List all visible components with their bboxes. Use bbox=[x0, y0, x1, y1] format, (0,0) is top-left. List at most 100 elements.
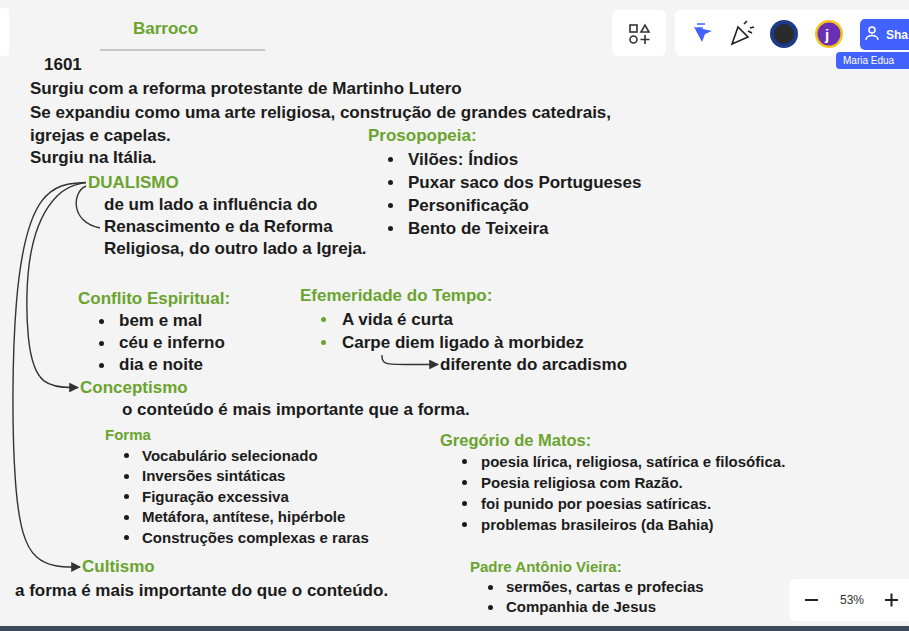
list-item: problemas brasileiros (da Bahia) bbox=[481, 516, 714, 533]
list-row: Vilões: Índios bbox=[368, 148, 678, 171]
list-item: bem e mal bbox=[119, 311, 202, 330]
list-row: dia e noite bbox=[78, 354, 278, 376]
share-label: Sha bbox=[886, 27, 908, 43]
list-row: Construções complexas e raras bbox=[105, 528, 405, 549]
heading: Prosopopeia: bbox=[368, 124, 678, 148]
bullet-dot bbox=[124, 535, 129, 540]
list-row: problemas brasileiros (da Bahia) bbox=[440, 514, 902, 535]
list-row: Figuração excessiva bbox=[105, 487, 405, 508]
list-item: Construções complexas e raras bbox=[142, 529, 369, 546]
avatar bbox=[774, 24, 794, 44]
list-item: céu e inferno bbox=[119, 333, 225, 352]
heading: Gregório de Matos: bbox=[440, 429, 902, 451]
list-row: céu e inferno bbox=[78, 332, 278, 354]
year-label: 1601 bbox=[44, 54, 82, 76]
list-row: Metáfora, antítese, hipérbole bbox=[105, 507, 405, 528]
list-item: Companhia de Jesus bbox=[506, 598, 656, 615]
list-row: Carpe diem ligado à morbidez bbox=[300, 331, 630, 354]
list-row: Inversões sintáticas bbox=[105, 466, 405, 487]
shapes-icon bbox=[641, 25, 649, 32]
note-text: Surgiu com a reforma protestante de Mart… bbox=[30, 78, 462, 100]
zoom-panel bbox=[789, 579, 909, 621]
body-text: o conteúdo é mais importante que a forma… bbox=[80, 399, 540, 421]
connector-arrow bbox=[27, 183, 86, 388]
list-row: Bento de Teixeira bbox=[368, 217, 678, 240]
list-item: Metáfora, antítese, hipérbole bbox=[142, 508, 345, 525]
heading: DUALISMO bbox=[88, 171, 388, 194]
bullet-dot bbox=[388, 226, 393, 231]
list-row: Poesia religiosa com Razão. bbox=[440, 472, 902, 493]
zoom-level: 53% bbox=[840, 592, 864, 608]
list-row: A vida é curta bbox=[300, 308, 630, 331]
bullet-dot bbox=[488, 605, 493, 610]
text-group: Conflito Espiritual:bem e mal céu e infer… bbox=[78, 287, 278, 376]
heading: Efemeridade do Tempo: bbox=[300, 284, 630, 308]
bottom-bar bbox=[0, 626, 909, 631]
avatar-letter: j bbox=[825, 25, 829, 45]
avatar-ring bbox=[815, 20, 843, 48]
list-item: Carpe diem ligado à morbidez bbox=[342, 333, 584, 352]
bullet-dot bbox=[462, 501, 467, 506]
text-group: Prosopopeia:Vilões: ÍndiosPuxar saco dos… bbox=[368, 124, 678, 240]
list-row: sermões, cartas e profecias bbox=[470, 577, 760, 597]
list-row: Personificação bbox=[368, 194, 678, 217]
title: Barroco bbox=[133, 19, 198, 39]
bullet-dot bbox=[462, 459, 467, 464]
cursor-icon bbox=[694, 27, 712, 42]
list-row: Puxar saco dos Portugueses bbox=[368, 171, 678, 194]
heading: Conceptismo bbox=[80, 376, 540, 399]
text-group: Efemeridade do Tempo:A vida é curtaCarpe… bbox=[300, 284, 630, 354]
people-icon bbox=[866, 36, 878, 41]
text-group: FormaVocabulário selecionadoInversões si… bbox=[105, 424, 405, 548]
zoom-in-icon bbox=[885, 594, 898, 607]
avatar bbox=[818, 23, 841, 46]
celebrate-icon bbox=[732, 27, 748, 44]
list-item: Puxar saco dos Portugueses bbox=[408, 173, 641, 192]
user-name: Maria Edua bbox=[843, 54, 894, 67]
body-text: a forma é mais importante do que o conte… bbox=[15, 579, 465, 602]
shapes-icon bbox=[641, 35, 650, 44]
bullet-dot bbox=[321, 340, 326, 345]
list-item: dia e noite bbox=[119, 355, 203, 374]
bullet-dot bbox=[124, 494, 129, 499]
list-row: Vocabulário selecionado bbox=[105, 446, 405, 467]
text-group: Cultismoa forma é mais importante do que… bbox=[15, 555, 465, 602]
title-underline bbox=[100, 50, 265, 51]
text-group: Conceptismoo conteúdo é mais importante … bbox=[80, 376, 540, 421]
list-row: poesia lírica, religiosa, satírica e fil… bbox=[440, 451, 902, 472]
bullet-dot bbox=[99, 341, 104, 346]
bullet-dot bbox=[388, 180, 393, 185]
text-group: Padre Antônio Vieira:sermões, cartas e p… bbox=[470, 556, 760, 617]
text-group: diferente do arcadismo bbox=[440, 353, 680, 376]
bullet-dot bbox=[462, 480, 467, 485]
connector-arrow bbox=[382, 355, 438, 365]
note-text: Surgiu na Itália. bbox=[30, 147, 157, 169]
bullet-dot bbox=[99, 319, 104, 324]
text-group: Gregório de Matos:poesia lírica, religio… bbox=[440, 429, 902, 535]
list-item: Vocabulário selecionado bbox=[142, 447, 318, 464]
bullet-dot bbox=[321, 317, 326, 322]
bullet-dot bbox=[462, 522, 467, 527]
connector-arrow bbox=[13, 183, 86, 568]
heading: Padre Antônio Vieira: bbox=[470, 556, 760, 577]
share-button bbox=[860, 19, 909, 50]
user-tag bbox=[836, 52, 909, 69]
list-item: sermões, cartas e profecias bbox=[506, 578, 704, 595]
list-row: bem e mal bbox=[78, 310, 278, 332]
bracket-curve bbox=[76, 186, 100, 228]
list-item: Personificação bbox=[408, 196, 529, 215]
bullet-dot bbox=[124, 474, 129, 479]
heading: Forma bbox=[105, 424, 405, 446]
avatar bbox=[770, 20, 798, 48]
bullet-dot bbox=[388, 157, 393, 162]
toolbar-panel bbox=[612, 10, 666, 56]
celebrate-icon bbox=[744, 21, 754, 33]
heading: Conflito Espiritual: bbox=[78, 287, 278, 310]
bullet-dot bbox=[488, 585, 493, 590]
list-item: Inversões sintáticas bbox=[142, 467, 285, 484]
list-item: Poesia religiosa com Razão. bbox=[481, 474, 683, 491]
zoom-out-icon bbox=[805, 599, 818, 601]
list-item: foi punido por poesias satíricas. bbox=[481, 495, 711, 512]
shapes-icon bbox=[630, 36, 637, 43]
